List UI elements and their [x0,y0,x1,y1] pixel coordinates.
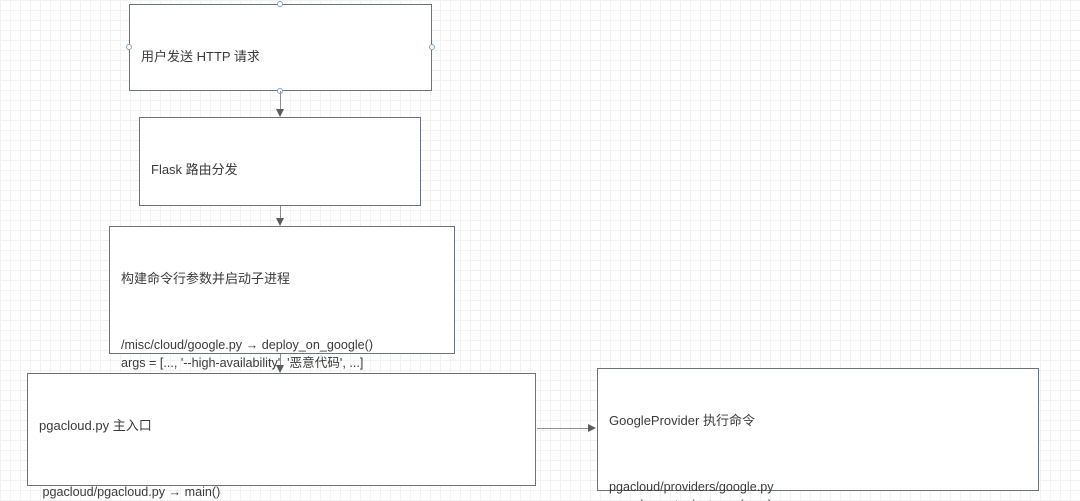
node-google-provider-exec-body: pgacloud/providers/google.py cmd_create_… [609,479,774,501]
node-google-provider-exec-title: GoogleProvider 执行命令 [609,413,755,429]
node-build-command-args[interactable]: 构建命令行参数并启动子进程 /misc/cloud/google.py → de… [109,226,455,475]
connector-flask-to-build-arrow [276,218,284,226]
node-flask-routing[interactable]: Flask 路由分发 /misc/cloud/__init__.py → dep… [139,117,421,279]
connector-build-to-entry-arrow [276,365,284,373]
node-pgacloud-main-entry-body: pgacloud/pgacloud.py → main() load_provi… [42,484,221,499]
node-pgacloud-main-entry-title: pgacloud.py 主入口 [39,418,152,434]
connector-flask-to-build-line [280,206,281,219]
connector-entry-to-provider-arrow [588,424,596,432]
connector-request-to-flask-line [280,91,281,110]
connector-build-to-entry-line [280,354,281,366]
node-google-provider-exec[interactable]: GoogleProvider 执行命令 pgacloud/providers/g… [597,368,1039,501]
node-http-request[interactable]: 用户发送 HTTP 请求 POST /cloud/deploy {"cloud"… [129,4,432,166]
connection-point-request-right[interactable] [429,44,435,50]
node-pgacloud-main-entry[interactable]: pgacloud.py 主入口 pgacloud/pgacloud.py → m… [27,373,536,499]
node-flask-routing-title: Flask 路由分发 [151,162,238,178]
connector-request-to-flask-arrow [276,109,284,117]
connection-point-request-top[interactable] [277,1,283,7]
node-http-request-title: 用户发送 HTTP 请求 [141,49,260,65]
connector-entry-to-provider-line [537,428,589,429]
node-build-command-args-title: 构建命令行参数并启动子进程 [121,271,291,287]
connection-point-request-left[interactable] [126,44,132,50]
